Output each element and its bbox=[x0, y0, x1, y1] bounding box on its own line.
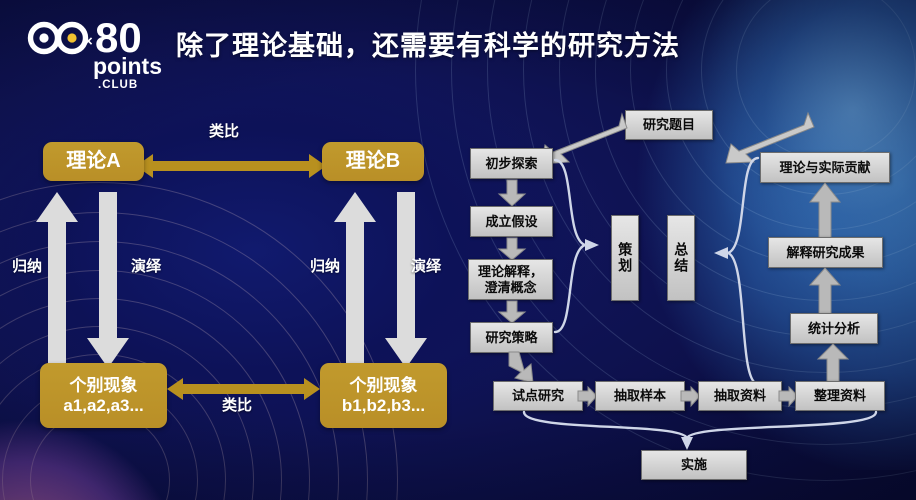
node-statistical-analysis[interactable]: 统计分析 bbox=[790, 313, 878, 344]
node-collect-data-label: 抽取资料 bbox=[713, 388, 766, 404]
brace-summary-group bbox=[714, 156, 760, 386]
phenomena-b-box[interactable]: 个别现象 b1,b2,b3... bbox=[320, 363, 447, 428]
node-implementation[interactable]: 实施 bbox=[641, 450, 747, 480]
brace-planning-group bbox=[553, 158, 599, 334]
node-statistical-analysis-label: 统计分析 bbox=[807, 320, 860, 336]
arrow-hypothesis-to-theory-explain bbox=[497, 237, 527, 261]
theory-a-box[interactable]: 理论A bbox=[43, 142, 144, 181]
analogy-label-top: 类比 bbox=[209, 123, 240, 140]
node-preliminary-exploration[interactable]: 初步探索 bbox=[470, 148, 553, 179]
node-organize-data[interactable]: 整理资料 bbox=[795, 381, 885, 411]
arrow-exploration-to-hypothesis bbox=[497, 179, 527, 207]
svg-text:×: × bbox=[84, 33, 93, 50]
phenomena-b-line1: 个别现象 bbox=[349, 375, 418, 395]
node-theory-practical-contribution[interactable]: 理论与实际贡献 bbox=[760, 152, 890, 183]
node-theory-practical-contribution-label: 理论与实际贡献 bbox=[779, 159, 871, 175]
node-summary[interactable]: 总结 bbox=[667, 215, 695, 301]
node-implementation-label: 实施 bbox=[680, 457, 707, 473]
induction-label-a: 归纳 bbox=[12, 258, 43, 275]
node-form-hypothesis-label: 成立假设 bbox=[485, 213, 538, 229]
node-planning-label: 策划 bbox=[617, 242, 634, 274]
theory-b-box[interactable]: 理论B bbox=[322, 142, 424, 181]
node-pilot-study-label: 试点研究 bbox=[511, 388, 564, 404]
deduction-label-a: 演绎 bbox=[131, 258, 162, 275]
svg-text:.CLUB: .CLUB bbox=[98, 79, 138, 91]
logo-mark-icon: × 80 points .CLUB bbox=[27, 14, 162, 91]
node-draw-sample-label: 抽取样本 bbox=[613, 388, 666, 404]
node-pilot-study[interactable]: 试点研究 bbox=[493, 381, 583, 411]
node-interpret-results-label: 解释研究成果 bbox=[786, 244, 865, 260]
node-research-topic[interactable]: 研究题目 bbox=[625, 110, 713, 140]
deduction-arrow-a bbox=[87, 192, 129, 368]
deduction-label-b: 演绎 bbox=[411, 258, 442, 275]
svg-text:80: 80 bbox=[95, 14, 142, 61]
node-research-topic-label: 研究题目 bbox=[642, 117, 695, 133]
node-preliminary-exploration-label: 初步探索 bbox=[485, 155, 538, 171]
page-title: 除了理论基础，还需要有科学的研究方法 bbox=[176, 31, 680, 61]
analogy-arrow-bottom bbox=[167, 378, 320, 400]
arrow-sample-to-collect bbox=[680, 385, 701, 408]
node-theory-explanation[interactable]: 理论解释， 澄清概念 bbox=[468, 259, 553, 300]
node-planning[interactable]: 策划 bbox=[611, 215, 639, 301]
phenomena-b-line2: b1,b2,b3... bbox=[341, 395, 426, 415]
deduction-arrow-b bbox=[385, 192, 427, 368]
brace-implementation-group bbox=[522, 410, 878, 450]
induction-label-b: 归纳 bbox=[310, 258, 341, 275]
arrow-collect-to-organize bbox=[778, 385, 799, 408]
phenomena-a-line2: a1,a2,a3... bbox=[63, 395, 144, 415]
node-form-hypothesis[interactable]: 成立假设 bbox=[470, 206, 553, 237]
node-interpret-results[interactable]: 解释研究成果 bbox=[768, 237, 883, 268]
analogy-label-bottom: 类比 bbox=[222, 397, 253, 414]
arrow-interpret-to-contribution bbox=[808, 182, 842, 239]
node-draw-sample[interactable]: 抽取样本 bbox=[595, 381, 685, 411]
node-organize-data-label: 整理资料 bbox=[813, 388, 866, 404]
node-research-strategy-label: 研究策略 bbox=[485, 329, 538, 345]
phenomena-a-box[interactable]: 个别现象 a1,a2,a3... bbox=[40, 363, 167, 428]
induction-arrow-b bbox=[334, 192, 376, 368]
node-theory-explanation-line2: 澄清概念 bbox=[484, 279, 537, 295]
induction-arrow-a bbox=[36, 192, 78, 368]
arrow-pilot-to-sample bbox=[577, 385, 598, 408]
arrow-organize-to-statistics bbox=[816, 343, 850, 383]
analogy-arrow-top bbox=[136, 154, 326, 178]
logo-80points-club: × 80 points .CLUB bbox=[24, 8, 174, 92]
theory-b-label: 理论B bbox=[345, 150, 401, 172]
node-summary-label: 总结 bbox=[673, 242, 690, 274]
svg-text:points: points bbox=[93, 53, 162, 79]
arrow-theory-explain-to-strategy bbox=[497, 300, 527, 324]
phenomena-a-line1: 个别现象 bbox=[69, 375, 138, 395]
theory-a-label: 理论A bbox=[66, 150, 121, 172]
arrow-statistics-to-interpret bbox=[808, 267, 842, 315]
arrow-contribution-to-topic bbox=[725, 111, 815, 164]
node-theory-explanation-line1: 理论解释， bbox=[477, 264, 543, 280]
node-research-strategy[interactable]: 研究策略 bbox=[470, 322, 553, 353]
node-collect-data[interactable]: 抽取资料 bbox=[698, 381, 782, 411]
